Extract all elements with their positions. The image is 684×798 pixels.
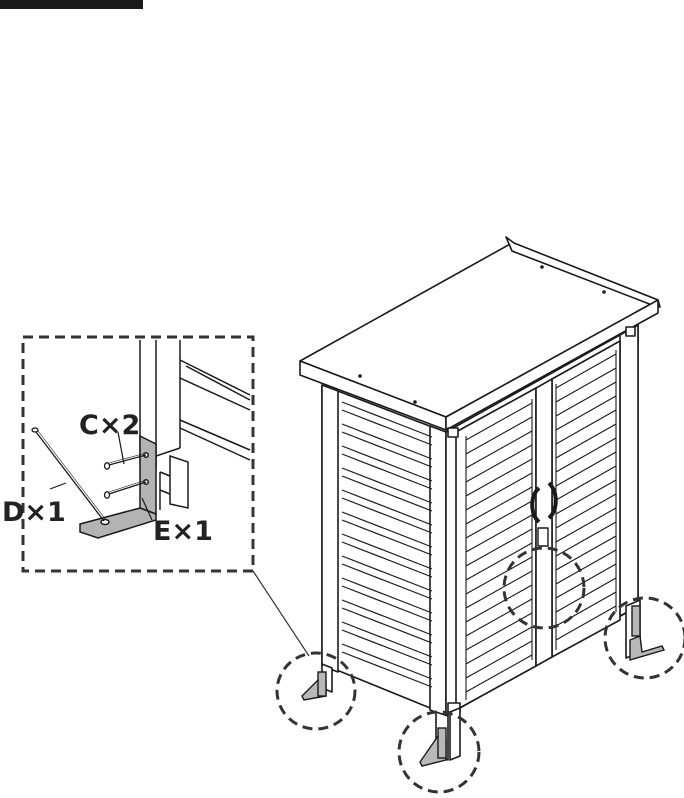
- callout-leader-line: [252, 570, 310, 657]
- leg: [449, 707, 461, 761]
- bracket-vertical-plate: [139, 434, 157, 516]
- bracket-plate: [317, 671, 327, 697]
- hinge: [625, 326, 636, 337]
- highlight-circle: [502, 546, 586, 630]
- side-slats: [341, 401, 433, 688]
- bracket-base-plate: [79, 507, 157, 539]
- right-door-slats: [555, 350, 617, 650]
- front-right-post: [619, 324, 639, 617]
- callout-box: [21, 335, 255, 573]
- front-left-post: [321, 384, 339, 673]
- screw: [108, 454, 147, 466]
- corner-post: [429, 425, 447, 717]
- screws-c: [103, 452, 147, 499]
- left-door-slats: [465, 399, 533, 700]
- label-d-quantity: D×1: [2, 497, 66, 528]
- highlight-circle: [397, 710, 481, 794]
- leg-brackets: [301, 605, 666, 767]
- foot-bracket: [629, 635, 666, 661]
- bracket-plate: [631, 605, 641, 637]
- bracket-plate: [437, 727, 447, 759]
- highlight-circles: [275, 546, 684, 794]
- hinge: [447, 427, 459, 438]
- screw: [108, 481, 147, 495]
- roof-back-lip: [505, 236, 661, 308]
- side-wall: [321, 384, 441, 713]
- roof-side-edge: [445, 299, 659, 431]
- highlight-circle: [275, 651, 357, 731]
- long-screw: [35, 431, 105, 522]
- step-header-bar: [0, 0, 143, 9]
- label-leaders: [49, 431, 153, 521]
- door-handles: [530, 481, 558, 547]
- center-stile: [535, 378, 553, 667]
- label-e-quantity: E×1: [153, 516, 213, 547]
- screw-d: [31, 427, 107, 522]
- storage-shed: [299, 236, 661, 761]
- callout-inset: C×2 D×1 E×1: [2, 335, 255, 573]
- label-c-quantity: C×2: [79, 410, 140, 441]
